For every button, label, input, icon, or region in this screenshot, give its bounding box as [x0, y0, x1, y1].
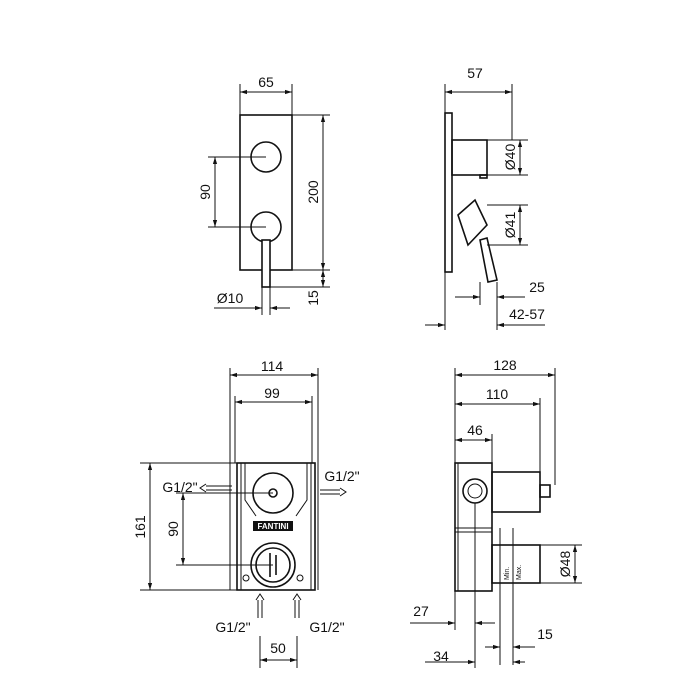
dim-cartridge-diameter: Ø48: [557, 551, 573, 578]
fantini-logo: [253, 521, 293, 531]
dim-total-depth: 128: [493, 357, 517, 373]
dim-box-spacing: 90: [165, 521, 181, 537]
dim-body-diameter: Ø40: [502, 144, 518, 171]
dim-stem-length: 15: [305, 290, 321, 306]
svg-text:FANTINI: FANTINI: [257, 522, 288, 531]
arrow-bottom-right-inlet: [292, 593, 302, 618]
side-view: 57 Ø40 Ø41 25 42-57: [425, 65, 545, 330]
front-view: 65 200 15 90 Ø10: [197, 74, 330, 315]
dim-width: 65: [258, 74, 274, 90]
lever-handle: [479, 237, 498, 283]
lever-stem: [261, 239, 271, 288]
dim-max-range: 15: [537, 626, 553, 642]
dim-offset: 34: [433, 648, 449, 664]
label-min: Min.: [504, 567, 511, 580]
dim-lever-diameter: Ø41: [502, 212, 518, 239]
dim-height: 200: [305, 180, 321, 204]
label-connection-right: G1/2": [324, 468, 359, 484]
box-profile: [454, 462, 493, 592]
dim-lever-offset: 25: [529, 279, 545, 295]
dim-projection: 42-57: [509, 306, 545, 322]
label-max: Max.: [516, 565, 523, 580]
dim-depth: 57: [467, 65, 483, 81]
valve-box: [236, 462, 316, 591]
label-connection-left: G1/2": [162, 479, 197, 495]
dim-box-depth: 46: [467, 422, 483, 438]
dim-stem-diameter: Ø10: [217, 290, 244, 306]
lever-body: [457, 198, 488, 247]
box-front-view: 114 99 FANTINI 161 90 G1/2" G1/2" G1/2" …: [132, 358, 360, 668]
dim-depth: 110: [486, 386, 509, 402]
dim-min-depth: 27: [413, 603, 429, 619]
arrow-bottom-left-inlet: [255, 593, 265, 618]
arrow-right-outlet: [320, 487, 347, 497]
dim-bottom-spacing: 50: [270, 640, 286, 656]
label-connection-bottom-right: G1/2": [309, 619, 344, 635]
cartridge-extension: [491, 544, 541, 584]
diverter-spindle: [462, 478, 488, 504]
dim-spacing: 90: [197, 184, 213, 200]
diverter-body: [451, 139, 488, 176]
dim-box-height: 161: [132, 515, 148, 539]
box-side-view: 128 110 46 Min. Max. Ø48 27 15 34: [410, 357, 582, 668]
dim-inner-width: 99: [264, 385, 280, 401]
dim-outer-width: 114: [261, 358, 284, 374]
diverter-extension: [491, 471, 541, 513]
arrow-left-outlet: [199, 483, 232, 493]
label-connection-bottom-left: G1/2": [215, 619, 250, 635]
plate-profile: [444, 112, 453, 273]
